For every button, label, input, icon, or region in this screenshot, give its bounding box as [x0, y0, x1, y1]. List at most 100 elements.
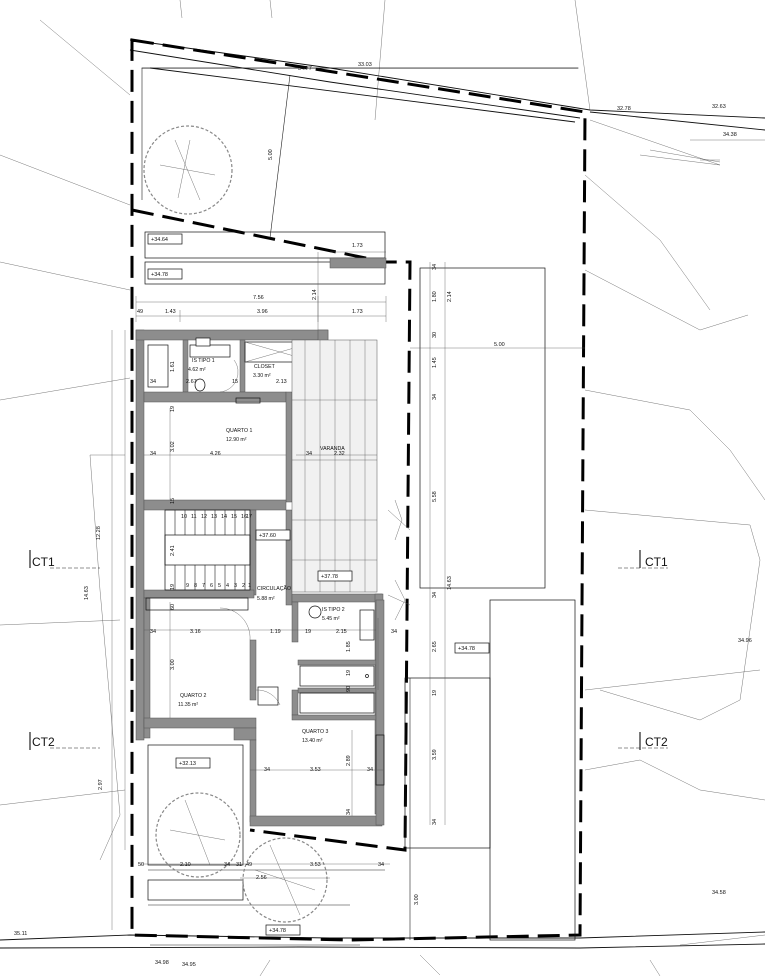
level-garden: +32.13: [179, 761, 196, 767]
dim-bot-353: 3.53: [310, 862, 321, 868]
level-bottom: +34.78: [269, 928, 286, 934]
terrain-right-low: 34.58: [712, 890, 726, 896]
stair-step-4: 4: [226, 583, 229, 589]
room-q2-name: QUARTO 2: [180, 693, 206, 699]
building-line: [131, 208, 412, 852]
stair-step-14: 14: [221, 514, 227, 520]
dim-seg-b: 3.96: [257, 309, 268, 315]
dim-bot-256: 2.56: [256, 875, 267, 881]
stair-step-9: 9: [186, 583, 189, 589]
dimension-lines: [111, 251, 585, 930]
dim-bot-50: 50: [138, 862, 144, 868]
dim-is2-90: 90: [346, 686, 352, 692]
stair-step-11: 11: [191, 514, 197, 520]
room-circ-name: CIRCULAÇÃO: [257, 585, 291, 592]
road-level-3: 32.78: [617, 106, 631, 112]
road-level-5: 34.38: [723, 132, 737, 138]
stair-step-13: 13: [211, 514, 217, 520]
stair-step-5: 5: [218, 583, 221, 589]
section-ct2-left: CT2: [32, 735, 55, 749]
stair-step-8: 8: [194, 583, 197, 589]
tree-top: [143, 125, 233, 215]
room-is1-area: 4.62 m²: [188, 367, 206, 373]
terrain-right-mid: 34.96: [738, 638, 752, 644]
stair-step-10: 10: [181, 514, 187, 520]
section-cuts: [29, 550, 668, 750]
dim-circ-60: 60: [170, 604, 176, 610]
room-q3-name: QUARTO 3: [302, 729, 328, 735]
stair-step-numbers: 10 11 12 13 14 15 16 17 9 8 7 6 5 4 3 2 …: [181, 514, 252, 589]
dim-right-setback: 5.00: [494, 342, 505, 348]
dim-q2-300: 3.00: [170, 659, 176, 670]
dim-edge: 49: [137, 309, 143, 315]
stair-step-3: 3: [234, 583, 237, 589]
dim-bot-34b: 34: [378, 862, 384, 868]
tree-bottom-1: [155, 792, 241, 878]
room-q1-area: 12.90 m²: [226, 437, 247, 443]
dim-left-1463: 14.63: [84, 586, 90, 600]
dim-r-1463: 14.63: [447, 576, 453, 590]
dim-r-34a: 34: [432, 264, 438, 270]
dim-r-34c: 34: [432, 592, 438, 598]
dim-is2-19: 19: [305, 629, 311, 635]
room-q3-area: 13.40 m²: [302, 738, 323, 744]
dim-is1-161: 1.61: [170, 361, 176, 372]
dim-closet-213: 2.13: [276, 379, 287, 385]
dim-r-30: 30: [432, 332, 438, 338]
stair-step-6: 6: [210, 583, 213, 589]
dim-q2-316: 3.16: [190, 629, 201, 635]
section-ct1-left: CT1: [32, 555, 55, 569]
stair-step-15: 15: [231, 514, 237, 520]
level-top-a: +34.64: [151, 237, 168, 243]
room-varanda-name: VARANDA: [320, 446, 345, 452]
stair: [164, 509, 251, 591]
dim-stair-241: 2.41: [170, 545, 176, 556]
dim-q3-34b: 34: [367, 767, 373, 773]
dim-top-gap: 1.73: [352, 243, 363, 249]
dim-q3-34a: 34: [264, 767, 270, 773]
room-q2-area: 11.35 m²: [178, 702, 198, 708]
dim-is2-34: 34: [391, 629, 397, 635]
room-labels: IS TIPO 1 4.62 m² CLOSET 3.30 m² QUARTO …: [178, 358, 345, 744]
dimension-texts: 7.56 1.43 3.96 1.73 49 1.73 2.14 5.00 34…: [84, 149, 505, 905]
level-right: +34.78: [458, 646, 475, 652]
stair-step-16: 16: [241, 514, 247, 520]
dim-left-297: 2.97: [98, 779, 104, 790]
dim-r-19: 19: [432, 690, 438, 696]
dim-closet-15: 15: [232, 379, 238, 385]
road-level-4: 32.63: [712, 104, 726, 110]
dim-is1-34: 34: [150, 379, 156, 385]
road-level-2: 33.03: [358, 62, 372, 68]
section-ct2-right: CT2: [645, 735, 668, 749]
room-q1-name: QUARTO 1: [226, 428, 252, 434]
dim-bot-34a: 34: [224, 862, 230, 868]
tree-bottom-2: [242, 837, 328, 923]
dim-is2-185: 1.85: [346, 641, 352, 652]
level-stair: +37.60: [259, 533, 276, 539]
room-closet-area: 3.30 m²: [253, 373, 271, 379]
room-is2-area: 5.45 m²: [322, 616, 340, 622]
building-walls: [135, 257, 387, 827]
level-markers: +34.64 +34.78 +37.60 +37.78 +34.78 +32.1…: [147, 233, 490, 936]
dim-bot-210: 2.10: [180, 862, 191, 868]
dim-q1-15: 15: [170, 498, 176, 504]
dim-q1-34: 34: [150, 451, 156, 457]
room-closet-name: CLOSET: [254, 364, 276, 370]
dim-r-359: 3.59: [432, 749, 438, 760]
room-circ-area: 5.88 m²: [257, 596, 275, 602]
fixtures: [145, 337, 385, 786]
dim-var-232: 2.32: [334, 451, 345, 457]
dim-r-214: 2.14: [447, 291, 453, 302]
dim-q1-426: 4.26: [210, 451, 221, 457]
terrain-bot-a: 34.98: [155, 960, 169, 966]
dim-q1-19: 19: [170, 406, 176, 412]
stair-step-1: 1: [248, 583, 251, 589]
dim-q1-302: 3.02: [170, 441, 176, 452]
dim-is1-267: 2.67: [186, 379, 197, 385]
dim-bot-49: 49: [246, 862, 252, 868]
dim-is2-19b: 19: [346, 670, 352, 676]
dim-top-rise: 2.14: [312, 289, 318, 300]
stair-step-17: 17: [246, 514, 252, 520]
